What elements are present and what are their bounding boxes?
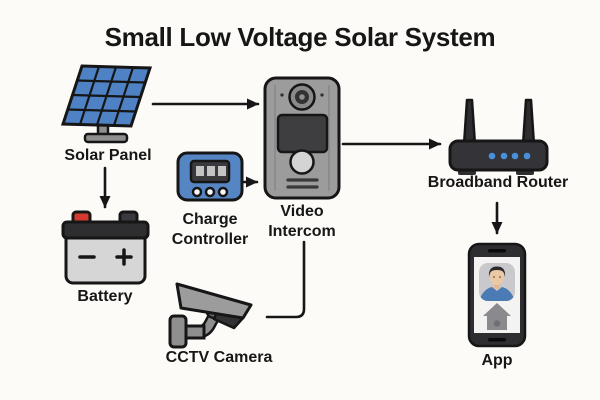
charge-controller-node: Charge Controller bbox=[172, 150, 248, 248]
broadband-router-node: Broadband Router bbox=[428, 92, 568, 191]
broadband-router-icon bbox=[448, 98, 549, 175]
video-intercom-node: Video Intercom bbox=[262, 75, 342, 240]
app-phone-icon bbox=[467, 242, 527, 348]
solar-panel-label: Solar Panel bbox=[64, 147, 152, 164]
charge-controller-label: Charge Controller bbox=[171, 211, 249, 248]
solar-panel-node: Solar Panel bbox=[55, 60, 155, 164]
solar-panel-icon bbox=[55, 60, 155, 145]
app-node: App bbox=[466, 241, 528, 369]
charge-controller-icon bbox=[176, 151, 244, 202]
broadband-router-label: Broadband Router bbox=[427, 174, 569, 191]
video-intercom-icon bbox=[263, 76, 341, 200]
app-label: App bbox=[481, 352, 513, 369]
diagram-title: Small Low Voltage Solar System bbox=[104, 22, 496, 52]
cctv-camera-node: CCTV Camera bbox=[158, 274, 272, 366]
battery-label: Battery bbox=[77, 288, 133, 305]
battery-node: Battery bbox=[60, 207, 150, 305]
cctv-camera-label: CCTV Camera bbox=[165, 349, 273, 366]
video-intercom-label: Video Intercom bbox=[268, 203, 336, 240]
cctv-camera-icon bbox=[168, 282, 253, 349]
connector-intercom-to-cctv bbox=[265, 240, 306, 319]
battery-icon bbox=[61, 210, 150, 285]
